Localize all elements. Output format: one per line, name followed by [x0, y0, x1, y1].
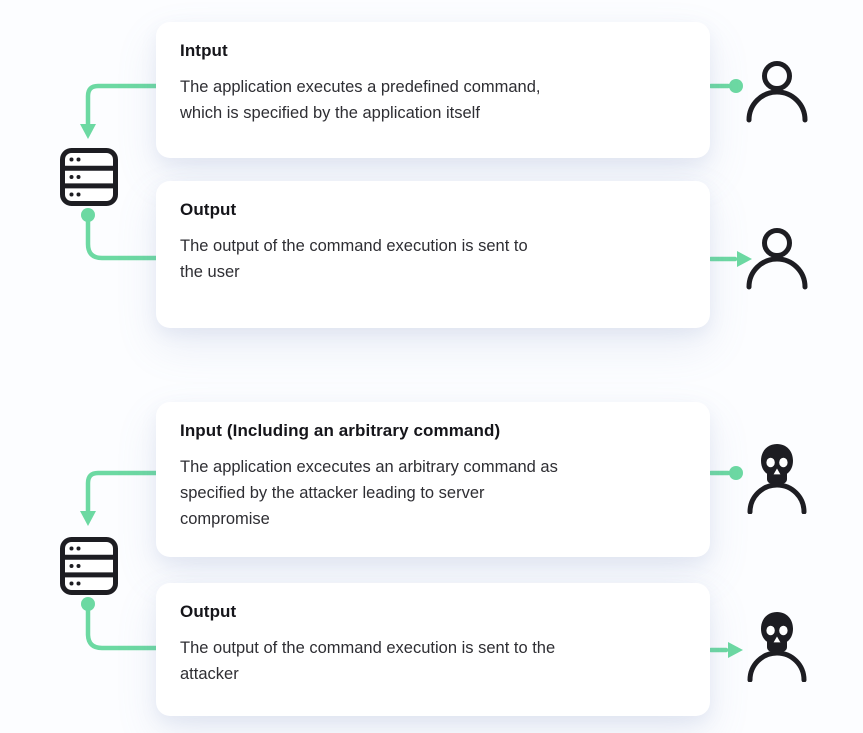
card-body: The application excecutes an arbitrary c…	[180, 458, 558, 528]
arrowhead-down-icon	[80, 511, 96, 526]
origin-dot-icon	[81, 208, 95, 222]
card-body: The output of the command execution is s…	[180, 237, 528, 281]
origin-dot-icon	[81, 597, 95, 611]
card-title: Input (Including an arbitrary command)	[180, 421, 501, 440]
connector-server-to-output	[85, 213, 159, 261]
card-body: The output of the command execution is s…	[180, 639, 556, 683]
card-title: Intput	[180, 41, 228, 60]
arrowhead-down-icon	[80, 124, 96, 139]
output-card-attack: Output The output of the command executi…	[156, 583, 710, 716]
user-icon	[745, 60, 809, 124]
connector-input-to-server-2	[85, 470, 159, 515]
card-title: Output	[180, 200, 237, 219]
origin-dot-icon	[729, 466, 743, 480]
connector-input-to-server	[85, 83, 159, 128]
connector-server-to-output-2	[85, 603, 159, 651]
card-title: Output	[180, 602, 237, 621]
origin-dot-icon	[729, 79, 743, 93]
input-card-attack: Input (Including an arbitrary command) T…	[156, 402, 710, 557]
attacker-skull-icon	[745, 442, 809, 514]
input-card-normal: Intput The application executes a predef…	[156, 22, 710, 158]
card-body: The application executes a predefined co…	[180, 78, 541, 122]
user-icon	[745, 227, 809, 291]
arrowhead-right-icon	[728, 642, 743, 658]
output-card-normal: Output The output of the command executi…	[156, 181, 710, 328]
server-icon	[57, 534, 121, 598]
attacker-skull-icon	[745, 610, 809, 682]
server-icon	[57, 145, 121, 209]
